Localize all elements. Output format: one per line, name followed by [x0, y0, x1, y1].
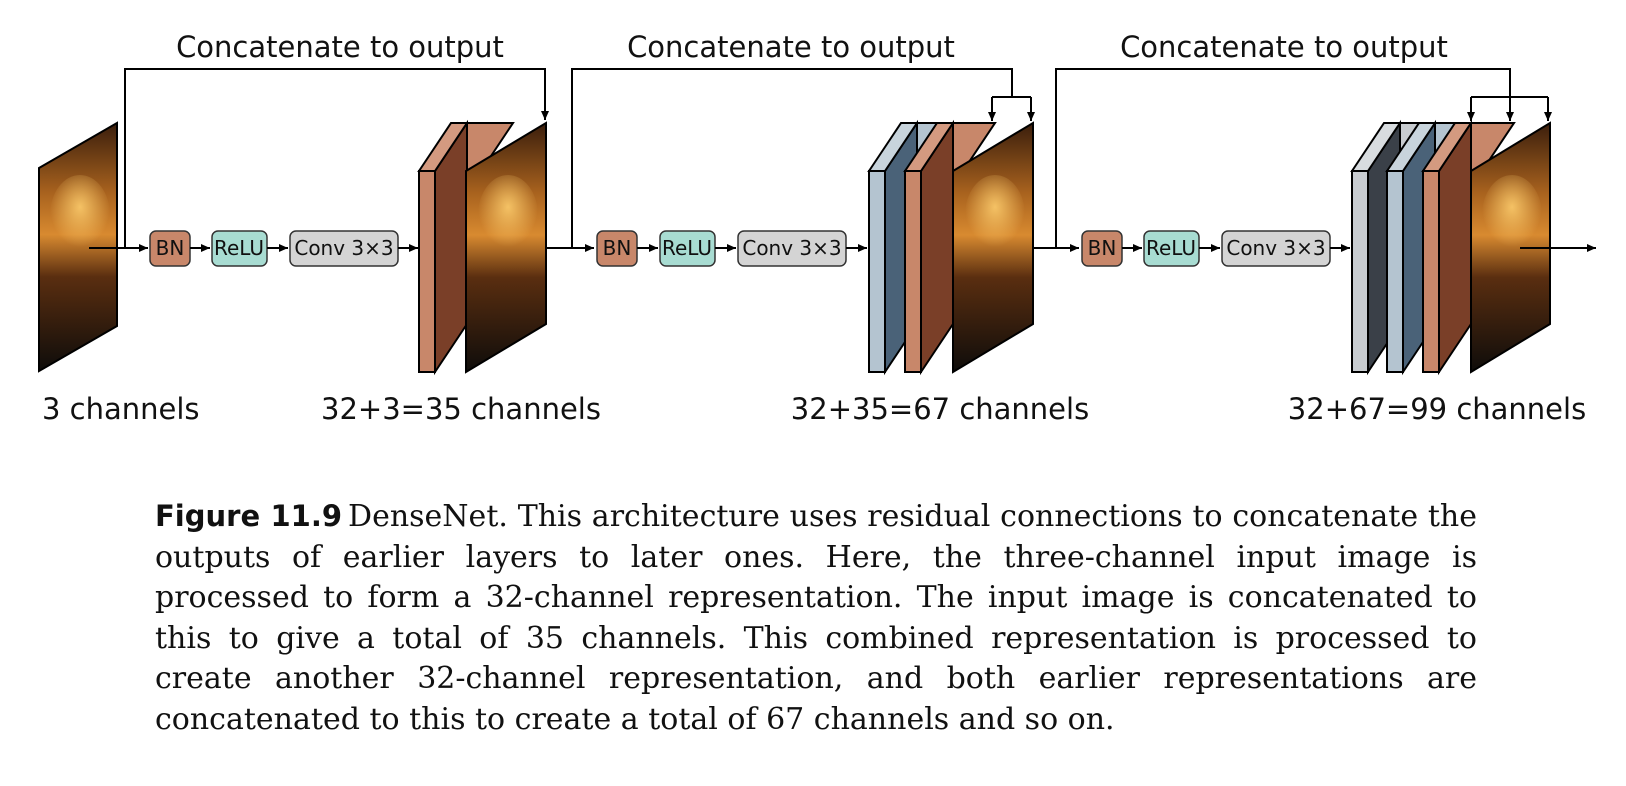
feature-stack-3 [1350, 119, 1596, 376]
concat-label-2: Concatenate to output [627, 30, 955, 64]
feature-stack-2 [867, 119, 1034, 376]
block-1-ops: BN ReLU Conv 3×3 [89, 230, 418, 267]
figure-label: Figure 11.9 [155, 499, 343, 533]
skip-connection-2 [571, 68, 1035, 248]
block-3-ops: BN ReLU Conv 3×3 [1033, 230, 1350, 267]
bn-label-3: BN [1088, 236, 1117, 260]
relu-label-1: ReLU [214, 236, 264, 260]
channel-label-3: 32+35=67 channels [791, 392, 1089, 426]
skip-connection-1 [124, 68, 549, 248]
relu-label-3: ReLU [1146, 236, 1196, 260]
figure-caption-text: DenseNet. This architecture uses residua… [155, 499, 1477, 737]
channel-label-2: 32+3=35 channels [321, 392, 601, 426]
conv-label-3: Conv 3×3 [1226, 236, 1325, 260]
bn-label-2: BN [603, 236, 632, 260]
concat-label-1: Concatenate to output [176, 30, 504, 64]
channel-label-1: 3 channels [42, 392, 200, 426]
conv-label-2: Conv 3×3 [742, 236, 841, 260]
channel-label-4: 32+67=99 channels [1288, 392, 1586, 426]
concat-label-3: Concatenate to output [1120, 30, 1448, 64]
block-2-ops: BN ReLU Conv 3×3 [546, 230, 867, 267]
relu-label-2: ReLU [662, 236, 712, 260]
input-image [38, 121, 118, 373]
bn-label-1: BN [156, 236, 185, 260]
conv-label-1: Conv 3×3 [294, 236, 393, 260]
skip-connection-3 [1055, 68, 1552, 248]
densenet-diagram: Concatenate to output Concatenate to out… [38, 30, 1596, 426]
feature-stack-1 [417, 119, 547, 376]
